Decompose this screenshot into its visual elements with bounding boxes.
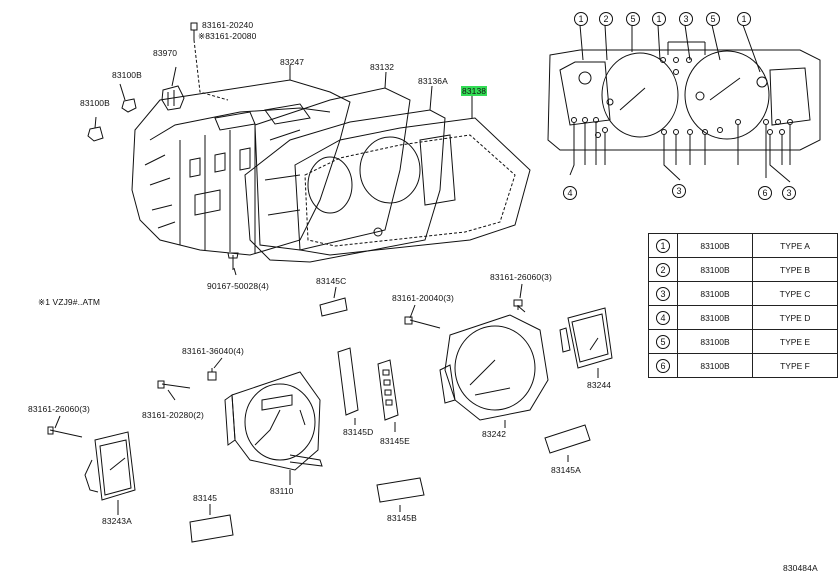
callout-top-2: 2: [599, 12, 613, 26]
temp-gauge-83244: [559, 307, 613, 378]
type-cell: TYPE F: [752, 353, 838, 378]
screw-83161-20280: [157, 380, 191, 401]
screw-90167-50028: [227, 252, 239, 276]
socket-83970: [161, 66, 185, 111]
leader-line: [193, 39, 229, 101]
screw-83161-26060-right: [513, 283, 526, 313]
screw-83161-20240: [190, 22, 198, 40]
plate-83145: [189, 504, 234, 543]
tachometer-83242: [439, 314, 549, 428]
plate-83145b: [376, 477, 425, 512]
highlighted-part-number: 83138: [461, 86, 488, 96]
type-cell: TYPE C: [752, 281, 838, 306]
label-83136a: 83136A: [418, 76, 448, 86]
part-number-cell: 83100B: [677, 233, 753, 258]
type-cell: TYPE D: [752, 305, 838, 330]
label-screw-83161-20280: 83161-20280(2): [142, 410, 204, 420]
plate-83145a: [544, 424, 591, 462]
lens-83136a: [244, 85, 446, 263]
label-83138: 83138: [461, 86, 488, 96]
type-number: 5: [656, 334, 670, 349]
callout-bottom-2: 3: [672, 184, 686, 198]
label-83243a: 83243A: [102, 516, 132, 526]
label-screw-83161-20240: 83161-20240: [202, 20, 254, 30]
part-number-cell: 83100B: [677, 305, 753, 330]
label-83970: 83970: [153, 48, 178, 58]
label-83145d: 83145D: [343, 427, 374, 437]
plate-83145e: [377, 359, 399, 432]
type-number: 2: [656, 262, 670, 277]
callout-top-7: 1: [737, 12, 751, 26]
fuel-gauge-83243a: [84, 431, 136, 515]
circuit-board-83132: [254, 71, 411, 251]
callout-top-6: 5: [706, 12, 720, 26]
callout-bottom-4: 3: [782, 186, 796, 200]
part-number-cell: 83100B: [677, 281, 753, 306]
label-83145b: 83145B: [387, 513, 417, 523]
label-screw-83161-20040: 83161-20040(3): [392, 293, 454, 303]
callout-top-5: 3: [679, 12, 693, 26]
rear-case-83247: [131, 65, 351, 256]
part-number-cell: 83100B: [677, 257, 753, 282]
callout-top-4: 1: [652, 12, 666, 26]
table-row: 2 83100B TYPE B: [648, 257, 838, 282]
type-number: 4: [656, 310, 670, 325]
table-row: 6 83100B TYPE F: [648, 353, 838, 378]
table-row: 4 83100B TYPE D: [648, 305, 838, 330]
callout-top-3: 5: [626, 12, 640, 26]
cluster-schematic: [547, 24, 821, 183]
label-83244: 83244: [587, 380, 612, 390]
table-row: 5 83100B TYPE E: [648, 329, 838, 354]
part-number-cell: 83100B: [677, 353, 753, 378]
type-number: 6: [656, 358, 670, 373]
label-83100b-left: 83100B: [80, 98, 110, 108]
callout-bottom-3: 6: [758, 186, 772, 200]
speedometer-83110: [224, 371, 323, 485]
table-row: 3 83100B TYPE C: [648, 281, 838, 306]
label-screw-83161-26060-right: 83161-26060(3): [490, 272, 552, 282]
diagram-id: 830484A: [783, 563, 818, 573]
callout-bottom-1: 4: [563, 186, 577, 200]
footnote: ※1 VZJ9#..ATM: [38, 297, 101, 307]
label-83100b-top: 83100B: [112, 70, 142, 80]
screw-83161-36040: [207, 357, 223, 381]
label-screw-90167-50028: 90167-50028(4): [207, 281, 269, 291]
part-number-cell: 83100B: [677, 329, 753, 354]
label-screw-83161-26060-left: 83161-26060(3): [28, 404, 90, 414]
label-83145a: 83145A: [551, 465, 581, 475]
plate-83145c: [319, 286, 348, 317]
cover-83138: [294, 96, 531, 256]
bulb-type-table: 1 83100B TYPE A 2 83100B TYPE B 3 83100B…: [648, 233, 838, 378]
type-cell: TYPE A: [752, 233, 838, 258]
bulb-83100b-left: [87, 116, 104, 142]
label-83145c: 83145C: [316, 276, 347, 286]
type-number: 3: [656, 286, 670, 301]
screw-83161-26060-left: [47, 415, 83, 438]
bulb-83100b-top: [119, 83, 137, 113]
plate-83145d: [337, 347, 359, 425]
type-cell: TYPE E: [752, 329, 838, 354]
label-83242: 83242: [482, 429, 507, 439]
label-83145: 83145: [193, 493, 218, 503]
label-screw-83161-36040: 83161-36040(4): [182, 346, 244, 356]
screw-83161-20040: [404, 304, 441, 329]
label-83247: 83247: [280, 57, 305, 67]
label-83110: 83110: [270, 486, 294, 496]
label-83145e: 83145E: [380, 436, 410, 446]
type-cell: TYPE B: [752, 257, 838, 282]
type-number: 1: [656, 238, 670, 253]
label-83132: 83132: [370, 62, 395, 72]
label-screw-83161-20080: ※83161-20080: [198, 31, 257, 41]
table-row: 1 83100B TYPE A: [648, 233, 838, 258]
callout-top-1: 1: [574, 12, 588, 26]
